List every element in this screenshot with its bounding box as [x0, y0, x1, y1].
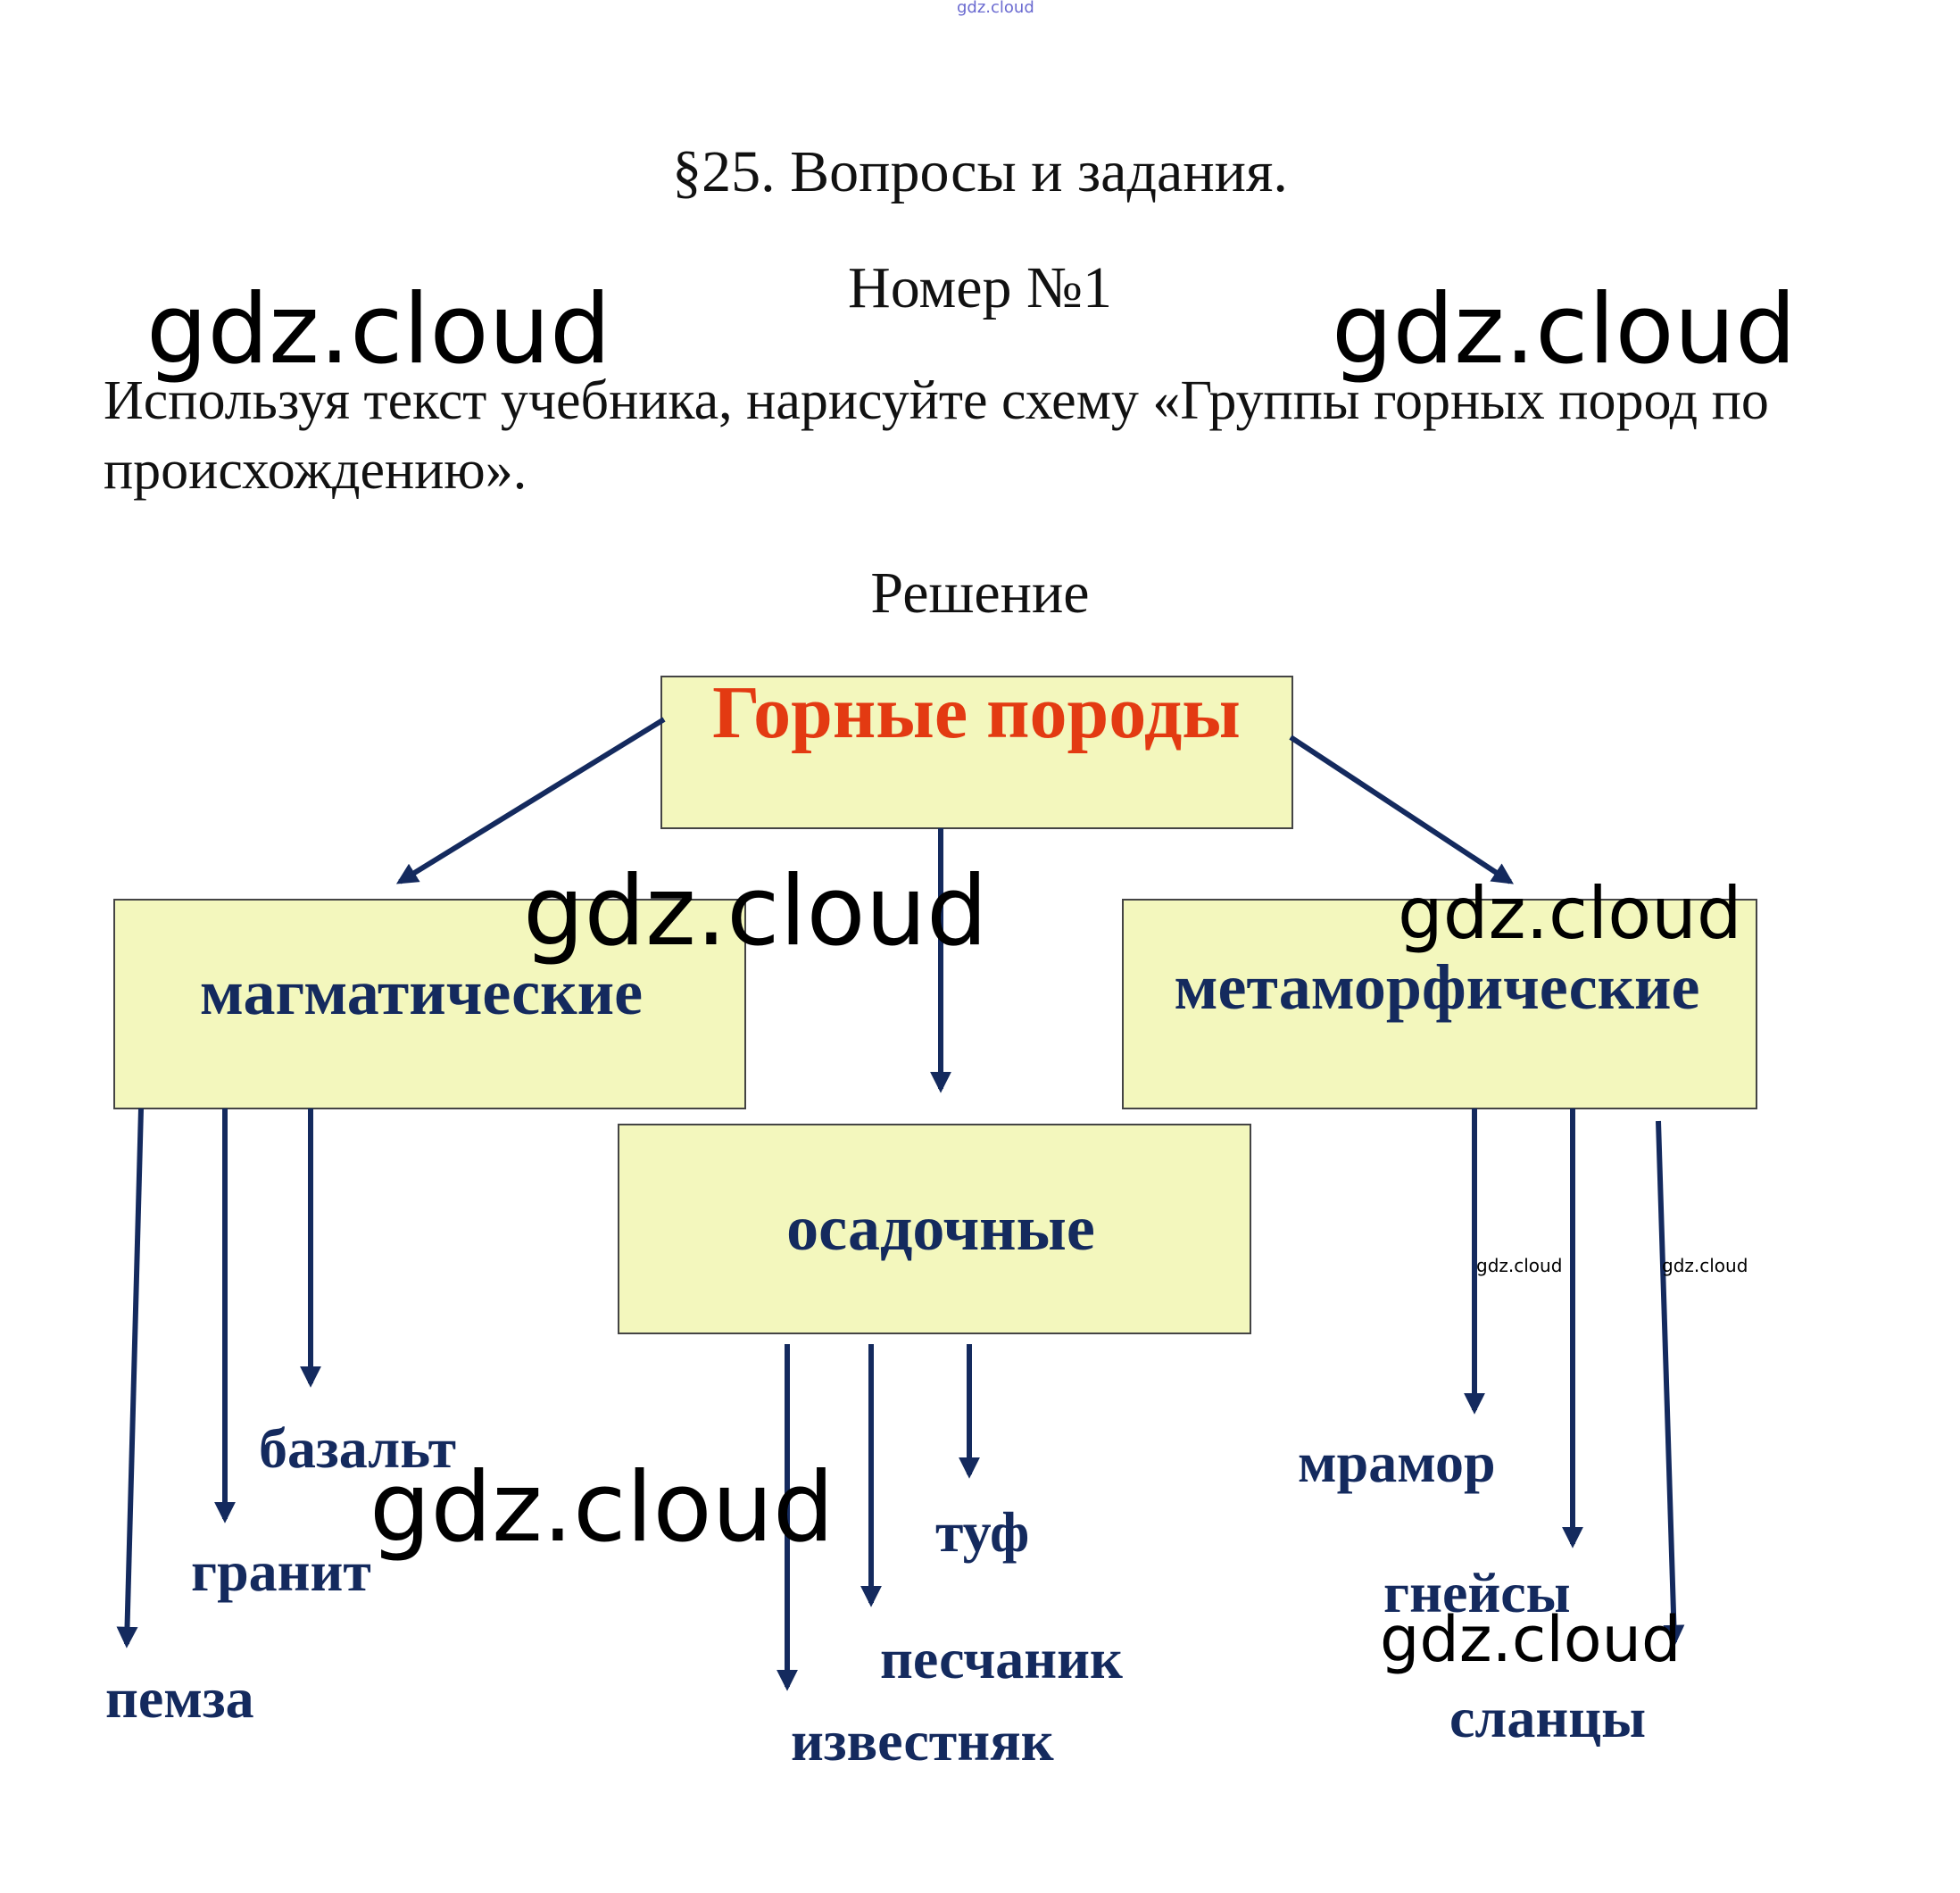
arrow-root-to-metamorphic — [1289, 735, 1515, 884]
task-text: Используя текст учебника, нарисуйте схем… — [104, 370, 1769, 501]
watermark-small-a: gdz.cloud — [1476, 1255, 1563, 1276]
watermark-top: gdz.cloud — [957, 0, 1034, 17]
marble-label: мрамор — [1298, 1431, 1496, 1494]
limestone-label: известняк — [791, 1709, 1054, 1773]
metamorphic-label: метаморфические — [1174, 951, 1699, 1023]
watermark-small-b: gdz.cloud — [1662, 1255, 1748, 1276]
solution-label: Решение — [870, 560, 1090, 626]
slate-label: сланцы — [1449, 1686, 1646, 1749]
basalt-label: базальт — [259, 1416, 456, 1480]
magmatic-box — [113, 899, 746, 1109]
watermark-right-box: gdz.cloud — [1398, 872, 1742, 955]
pumice-label: пемза — [105, 1666, 254, 1730]
gneiss-label: гнейсы — [1383, 1561, 1571, 1624]
granite-label: гранит — [191, 1540, 371, 1603]
sedimentary-box — [618, 1124, 1251, 1334]
task-number: Номер №1 — [848, 255, 1112, 320]
sedimentary-label: осадочные — [786, 1192, 1095, 1264]
metamorphic-box — [1122, 899, 1757, 1109]
magmatic-label: магматические — [200, 957, 643, 1028]
arrow-root-to-magmatic — [395, 717, 666, 884]
tuff-label: туф — [935, 1500, 1029, 1564]
arrow-metamorphic-to-slate — [1656, 1120, 1685, 1647]
watermark-center: gdz.cloud — [523, 856, 988, 967]
watermark-right-large: gdz.cloud — [1332, 274, 1797, 386]
root-box — [660, 676, 1293, 829]
root-label: Горные породы — [712, 671, 1241, 754]
section-title: §25. Вопросы и задания. — [672, 139, 1288, 204]
watermark-left-large: gdz.cloud — [146, 274, 611, 386]
arrow-magmatic-to-pumice — [116, 1108, 144, 1648]
sandstone-label: песчаник — [880, 1627, 1123, 1690]
watermark-lower-right: gdz.cloud — [1380, 1603, 1682, 1676]
watermark-lower-center: gdz.cloud — [370, 1452, 835, 1564]
